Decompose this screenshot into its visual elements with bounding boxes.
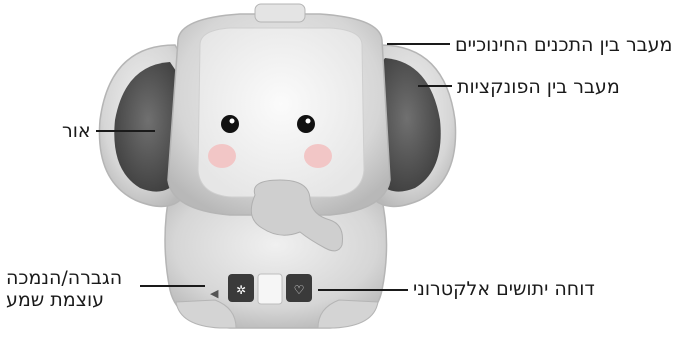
function-ear-pad[interactable]	[373, 58, 441, 192]
mosquito-icon: ✲	[236, 283, 246, 297]
trunk	[250, 179, 343, 252]
label-function-switch: מעבר בין הפונקציות	[457, 76, 620, 98]
volume-icon[interactable]: ◀	[210, 287, 219, 300]
content-switch-knob[interactable]	[254, 3, 306, 23]
right-cheek	[304, 144, 332, 168]
left-cheek	[208, 144, 236, 168]
label-volume-line1: הגברה/הנמכה	[6, 267, 123, 289]
center-button[interactable]	[257, 273, 283, 305]
right-foot	[317, 299, 379, 329]
label-volume-line2: עוצמת שמע	[6, 289, 105, 311]
left-ear	[98, 44, 191, 208]
left-foot	[175, 299, 237, 329]
label-electronic-monitor: דוחה יתושים אלקטרוני	[413, 278, 595, 300]
left-eye	[221, 115, 239, 133]
right-eye	[297, 115, 315, 133]
heart-icon: ♡	[294, 283, 305, 297]
label-light: אור	[62, 120, 91, 142]
face-screen	[197, 27, 365, 198]
light-ear-pad[interactable]	[114, 62, 182, 192]
label-content-switch: מעבר בין התכנים החינוכיים	[455, 34, 673, 56]
mosquito-button[interactable]	[228, 274, 254, 302]
heart-button[interactable]	[286, 274, 312, 302]
